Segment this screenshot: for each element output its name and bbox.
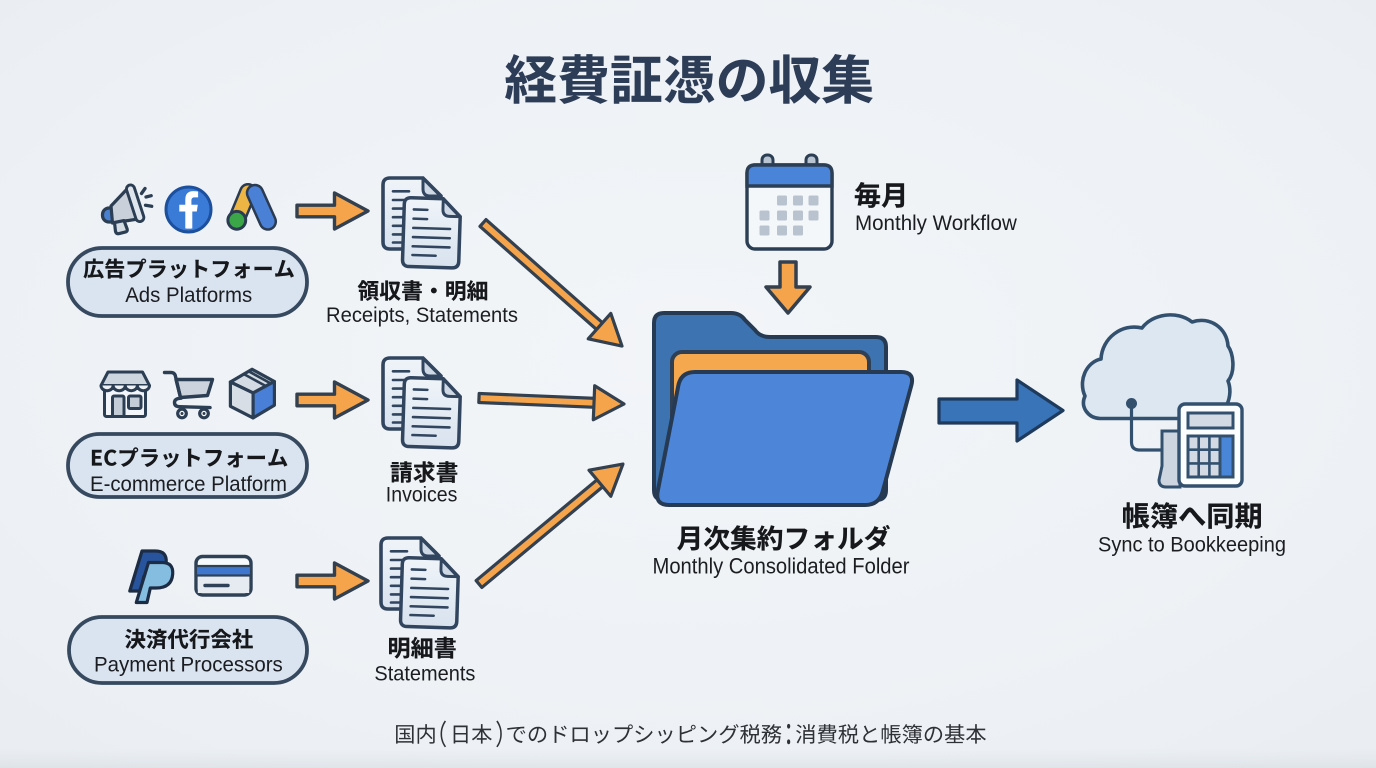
svg-text:Sync to Bookkeeping: Sync to Bookkeeping (1098, 534, 1286, 557)
svg-text:Monthly Consolidated Folder: Monthly Consolidated Folder (653, 554, 910, 579)
svg-text:Ads Platforms: Ads Platforms (125, 284, 252, 307)
svg-text:Statements: Statements (374, 663, 475, 686)
svg-text:Receipts, Statements: Receipts, Statements (326, 304, 518, 327)
svg-text:Payment Processors: Payment Processors (94, 654, 283, 677)
svg-text:E-commerce Platform: E-commerce Platform (90, 473, 287, 496)
svg-text:Invoices: Invoices (386, 484, 458, 507)
svg-text:Monthly Workflow: Monthly Workflow (855, 212, 1018, 235)
